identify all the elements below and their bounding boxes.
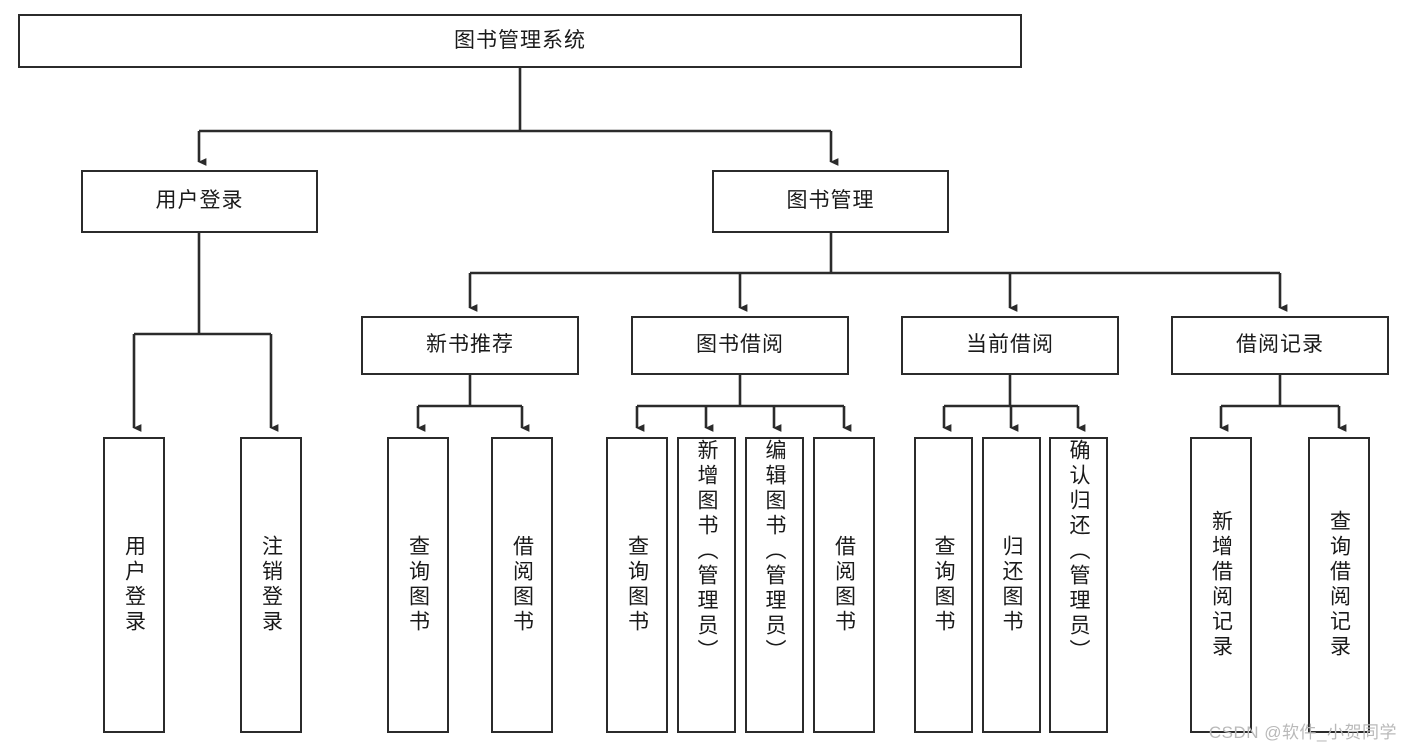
node-leaf-query-borrow-record[interactable]: 查询借阅记录 <box>1308 437 1370 733</box>
node-leaf-query-borrow-record-label: 查询借阅记录 <box>1327 510 1351 660</box>
node-leaf-logout-login[interactable]: 注销登录 <box>240 437 302 733</box>
node-root-label: 图书管理系统 <box>454 28 586 52</box>
node-leaf-confirm-return-admin[interactable]: 确认归还（管理员） <box>1049 437 1108 733</box>
node-leaf-return-book[interactable]: 归还图书 <box>982 437 1041 733</box>
node-leaf-user-login[interactable]: 用户登录 <box>103 437 165 733</box>
node-current-borrow[interactable]: 当前借阅 <box>901 316 1119 375</box>
node-root[interactable]: 图书管理系统 <box>18 14 1022 68</box>
node-leaf-add-book-admin-label: 新增图书（管理员） <box>695 439 718 664</box>
node-leaf-borrow-book-1-label: 借阅图书 <box>510 535 534 635</box>
node-leaf-user-login-label: 用户登录 <box>122 535 146 635</box>
node-user-login-label: 用户登录 <box>155 189 244 213</box>
node-leaf-add-book-admin[interactable]: 新增图书（管理员） <box>677 437 736 733</box>
node-leaf-edit-book-admin-label: 编辑图书（管理员） <box>763 439 786 664</box>
node-current-borrow-label: 当前借阅 <box>966 333 1054 357</box>
node-leaf-add-borrow-record-label: 新增借阅记录 <box>1209 510 1233 660</box>
node-book-management-label: 图书管理 <box>786 189 875 213</box>
node-book-borrow-label: 图书借阅 <box>696 333 784 357</box>
node-leaf-borrow-book-2-label: 借阅图书 <box>832 535 856 635</box>
node-user-login[interactable]: 用户登录 <box>81 170 318 233</box>
node-leaf-query-book-3-label: 查询图书 <box>932 535 955 635</box>
node-leaf-query-book-2[interactable]: 查询图书 <box>606 437 668 733</box>
node-new-book-recommend[interactable]: 新书推荐 <box>361 316 579 375</box>
node-leaf-query-book-2-label: 查询图书 <box>625 535 649 635</box>
node-leaf-borrow-book-1[interactable]: 借阅图书 <box>491 437 553 733</box>
node-leaf-query-book-1-label: 查询图书 <box>406 535 430 635</box>
node-leaf-return-book-label: 归还图书 <box>1000 535 1023 635</box>
node-leaf-add-borrow-record[interactable]: 新增借阅记录 <box>1190 437 1252 733</box>
node-borrow-record[interactable]: 借阅记录 <box>1171 316 1389 375</box>
csdn-watermark: CSDN @软件_小贺同学 <box>1208 723 1397 742</box>
node-leaf-edit-book-admin[interactable]: 编辑图书（管理员） <box>745 437 804 733</box>
node-leaf-query-book-1[interactable]: 查询图书 <box>387 437 449 733</box>
node-leaf-logout-login-label: 注销登录 <box>259 535 283 635</box>
node-borrow-record-label: 借阅记录 <box>1236 333 1324 357</box>
node-book-borrow[interactable]: 图书借阅 <box>631 316 849 375</box>
node-leaf-query-book-3[interactable]: 查询图书 <box>914 437 973 733</box>
node-book-management[interactable]: 图书管理 <box>712 170 949 233</box>
node-leaf-confirm-return-admin-label: 确认归还（管理员） <box>1067 439 1090 664</box>
node-new-book-recommend-label: 新书推荐 <box>426 333 514 357</box>
node-leaf-borrow-book-2[interactable]: 借阅图书 <box>813 437 875 733</box>
